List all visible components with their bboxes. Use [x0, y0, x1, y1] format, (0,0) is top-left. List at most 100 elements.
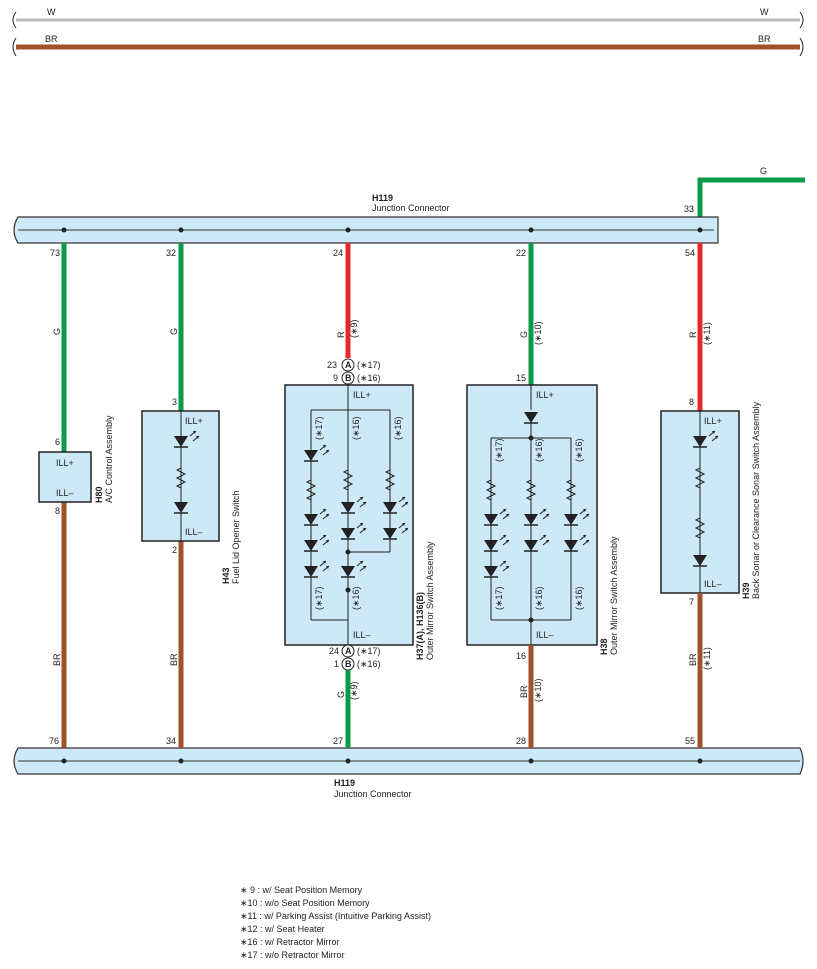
component-h43: 32 G 3 ILL+ ILL– 2 BR 34 H43 Fuel Lid Op… — [141, 243, 241, 748]
component-h37-h136: 24 R (∗9) A B 23 9 (∗17) (∗16) ILL+ ILL–… — [284, 243, 435, 748]
wire-label-g: G — [169, 328, 179, 335]
branch-note: (∗16) — [574, 586, 584, 610]
pin-32: 32 — [166, 248, 176, 258]
component-name: Fuel Lid Opener Switch — [231, 490, 241, 584]
footnote: ∗12 : w/ Seat Heater — [240, 924, 325, 934]
bus-bottom-name: Junction Connector — [334, 789, 412, 799]
pin-54: 54 — [685, 248, 695, 258]
component-code: H37(A), H136(B) — [415, 592, 425, 660]
pin-22: 22 — [516, 248, 526, 258]
pin-9: 9 — [333, 373, 338, 383]
wire-label-br: BR — [519, 685, 529, 698]
wire-note: (∗10) — [533, 678, 543, 702]
component-name: Back Sonar or Clearance Sonar Switch Ass… — [751, 401, 761, 599]
pin-27: 27 — [333, 736, 343, 746]
pin-7: 7 — [689, 597, 694, 607]
wire-g-top-right — [697, 177, 805, 218]
component-name: Outer Mirror Switch Assembly — [425, 541, 435, 660]
footnote: ∗16 : w/ Retractor Mirror — [240, 937, 340, 947]
bus-bottom-code: H119 — [334, 778, 355, 788]
pin-note: (∗16) — [357, 373, 381, 383]
wire-label-w-left: W — [47, 7, 56, 17]
component-code: H39 — [741, 582, 751, 599]
branch-note: (∗16) — [574, 438, 584, 462]
component-code: H80 — [94, 486, 104, 503]
ill-minus-label: ILL– — [56, 488, 74, 498]
ill-minus-label: ILL– — [353, 630, 371, 640]
pin-15: 15 — [516, 373, 526, 383]
wire-note: (∗11) — [702, 647, 712, 670]
wire-label-br-right: BR — [758, 34, 771, 44]
component-h80: 73 G 6 ILL+ ILL– 8 BR 76 H80 A/C Control… — [38, 243, 114, 748]
branch-note: (∗16) — [351, 586, 361, 610]
ill-plus-label: ILL+ — [185, 416, 203, 426]
wire-label-g-top: G — [760, 166, 767, 176]
pin-76: 76 — [49, 736, 59, 746]
junction-connector-bottom: H119 Junction Connector — [13, 747, 804, 799]
wire-label-w-right: W — [760, 7, 769, 17]
branch-note: (∗16) — [351, 416, 361, 440]
ill-plus-label: ILL+ — [353, 390, 371, 400]
pin-note: (∗17) — [357, 646, 381, 656]
wire-label-r: R — [336, 331, 346, 338]
footnote: ∗10 : w/o Seat Position Memory — [240, 898, 370, 908]
wire-label-g: G — [52, 328, 62, 335]
branch-note: (∗17) — [314, 586, 324, 610]
wire-label-g: G — [519, 331, 529, 338]
ill-minus-label: ILL– — [536, 630, 554, 640]
bus-top-name: Junction Connector — [372, 203, 450, 213]
component-name: Outer Mirror Switch Assembly — [609, 536, 619, 655]
component-code: H38 — [599, 638, 609, 655]
branch-note: (∗17) — [494, 586, 504, 610]
branch-note: (∗17) — [494, 438, 504, 462]
footnote: ∗ 9 : w/ Seat Position Memory — [240, 885, 363, 895]
pin-1: 1 — [334, 659, 339, 669]
ill-minus-label: ILL– — [185, 527, 203, 537]
component-name: A/C Control Assembly — [104, 415, 114, 503]
wire-label-br: BR — [169, 653, 179, 666]
bus-top-code: H119 — [372, 193, 393, 203]
wire-label-br: BR — [688, 653, 698, 666]
pin-16: 16 — [516, 651, 526, 661]
footnotes: ∗ 9 : w/ Seat Position Memory ∗10 : w/o … — [240, 884, 431, 962]
connector-b: B — [345, 373, 352, 383]
wire-label-br: BR — [52, 653, 62, 666]
component-h39: 54 R (∗11) 8 ILL+ ILL– 7 BR (∗11) 55 H39… — [660, 243, 761, 748]
pin-6: 6 — [55, 437, 60, 447]
wire-label-g: G — [336, 691, 346, 698]
pin-2: 2 — [172, 545, 177, 555]
wire-note: (∗9) — [349, 319, 359, 338]
branch-note: (∗16) — [393, 416, 403, 440]
connector-b: B — [345, 659, 352, 669]
pin-8: 8 — [55, 506, 60, 516]
wire-label-br-left: BR — [45, 34, 58, 44]
wire-note: (∗9) — [349, 681, 359, 700]
top-wire-w: W W — [12, 7, 804, 29]
pin-33: 33 — [684, 204, 694, 214]
pin-note: (∗16) — [357, 659, 381, 669]
component-h38: 22 G (∗10) 15 ILL+ ILL– (∗17) (∗16) (∗16… — [466, 243, 619, 748]
pin-24-out: 24 — [329, 646, 339, 656]
footnote: ∗17 : w/o Retractor Mirror — [240, 950, 345, 960]
pin-24: 24 — [333, 248, 343, 258]
top-wire-br: BR BR — [12, 34, 804, 57]
ill-plus-label: ILL+ — [536, 390, 554, 400]
pin-55: 55 — [685, 736, 695, 746]
pin-3: 3 — [172, 397, 177, 407]
pin-73: 73 — [50, 248, 60, 258]
footnote: ∗11 : w/ Parking Assist (Intuitive Parki… — [240, 911, 431, 921]
pin-28: 28 — [516, 736, 526, 746]
wire-note: (∗11) — [702, 322, 712, 345]
pin-8: 8 — [689, 397, 694, 407]
pin-23: 23 — [327, 360, 337, 370]
ill-minus-label: ILL– — [704, 579, 722, 589]
component-code: H43 — [221, 567, 231, 584]
branch-note: (∗16) — [534, 586, 544, 610]
wire-label-r: R — [688, 331, 698, 338]
branch-note: (∗16) — [534, 438, 544, 462]
pin-34: 34 — [166, 736, 176, 746]
wire-note: (∗10) — [533, 321, 543, 345]
pin-note: (∗17) — [357, 360, 381, 370]
ill-plus-label: ILL+ — [704, 416, 722, 426]
